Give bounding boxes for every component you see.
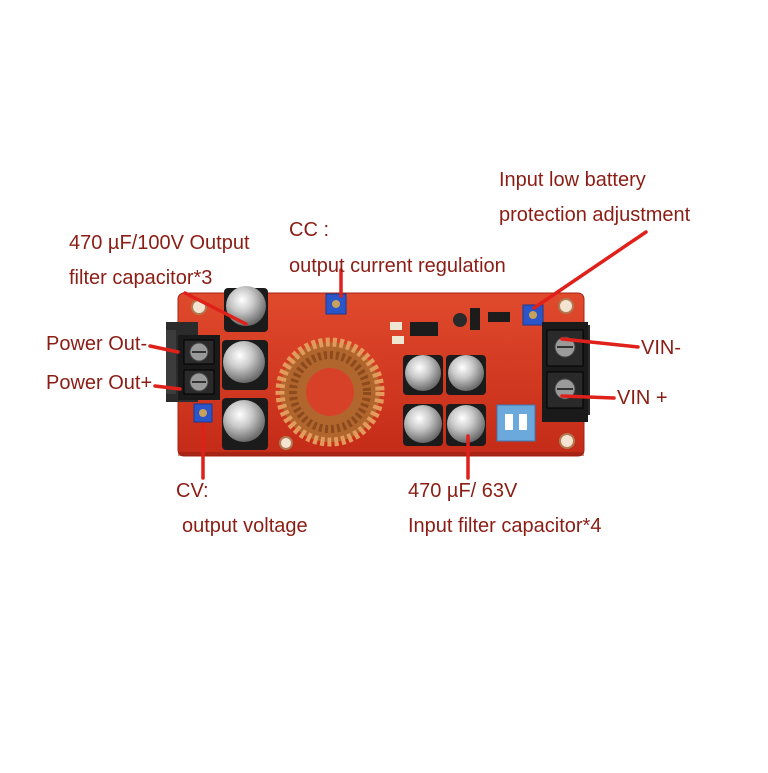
left-heatsink-fin <box>166 330 176 394</box>
pointer-lines <box>148 230 648 480</box>
vin-plus-label: VIN + <box>617 387 668 409</box>
output-capacitor-3 <box>222 398 268 450</box>
mounting-hole-bl <box>279 436 293 450</box>
pointer-vin-plus <box>560 394 616 400</box>
input-capacitor-3 <box>403 404 443 446</box>
input-capacitor-1 <box>403 355 443 395</box>
pcb-shadow <box>178 452 584 456</box>
input-terminal-block <box>542 322 588 422</box>
input-capacitor-2 <box>446 355 486 395</box>
cv-trimmer-potentiometer <box>193 403 213 423</box>
pointer-vin-minus <box>560 337 640 349</box>
mounting-hole-tr <box>558 298 574 314</box>
input-capacitor-label-line1: 470 µF/ 63V <box>408 480 518 502</box>
low-battery-label-line1: Input low battery <box>499 169 646 191</box>
smd-component-3 <box>470 308 480 330</box>
output-terminal-block <box>178 335 220 400</box>
vin-minus-label: VIN- <box>641 337 681 359</box>
output-capacitor-1 <box>224 286 268 332</box>
cc-trimmer-potentiometer <box>325 293 347 315</box>
pointer-low-battery <box>532 230 648 310</box>
output-capacitor-label-line1: 470 µF/100V Output <box>69 232 250 254</box>
power-out-minus-label: Power Out- <box>46 333 148 355</box>
smd-component-2 <box>392 336 404 344</box>
pointer-power-out-minus <box>148 344 180 354</box>
smd-component-4 <box>488 312 510 322</box>
cv-label-line1: CV: <box>176 480 209 502</box>
input-capacitor-label-line2: Input filter capacitor*4 <box>408 515 602 537</box>
input-capacitor-4 <box>446 404 486 446</box>
smd-component-1 <box>390 322 402 330</box>
small-capacitor <box>453 313 467 327</box>
low-battery-trimmer-potentiometer <box>522 304 544 326</box>
cc-label-line2: output current regulation <box>289 255 506 277</box>
dip-switch <box>496 404 536 442</box>
output-capacitor-label-line2: filter capacitor*3 <box>69 267 213 289</box>
power-out-plus-label: Power Out+ <box>46 372 153 394</box>
toroidal-inductor <box>275 337 385 447</box>
pointer-output-capacitor <box>183 291 248 326</box>
pointer-power-out-plus <box>153 384 182 391</box>
cc-label-line1: CC : <box>289 219 329 241</box>
control-ic <box>410 322 438 336</box>
low-battery-label-line2: protection adjustment <box>499 204 691 226</box>
mounting-hole-br <box>559 433 575 449</box>
output-capacitor-2 <box>222 340 268 390</box>
cv-label-line2: output voltage <box>182 515 308 537</box>
